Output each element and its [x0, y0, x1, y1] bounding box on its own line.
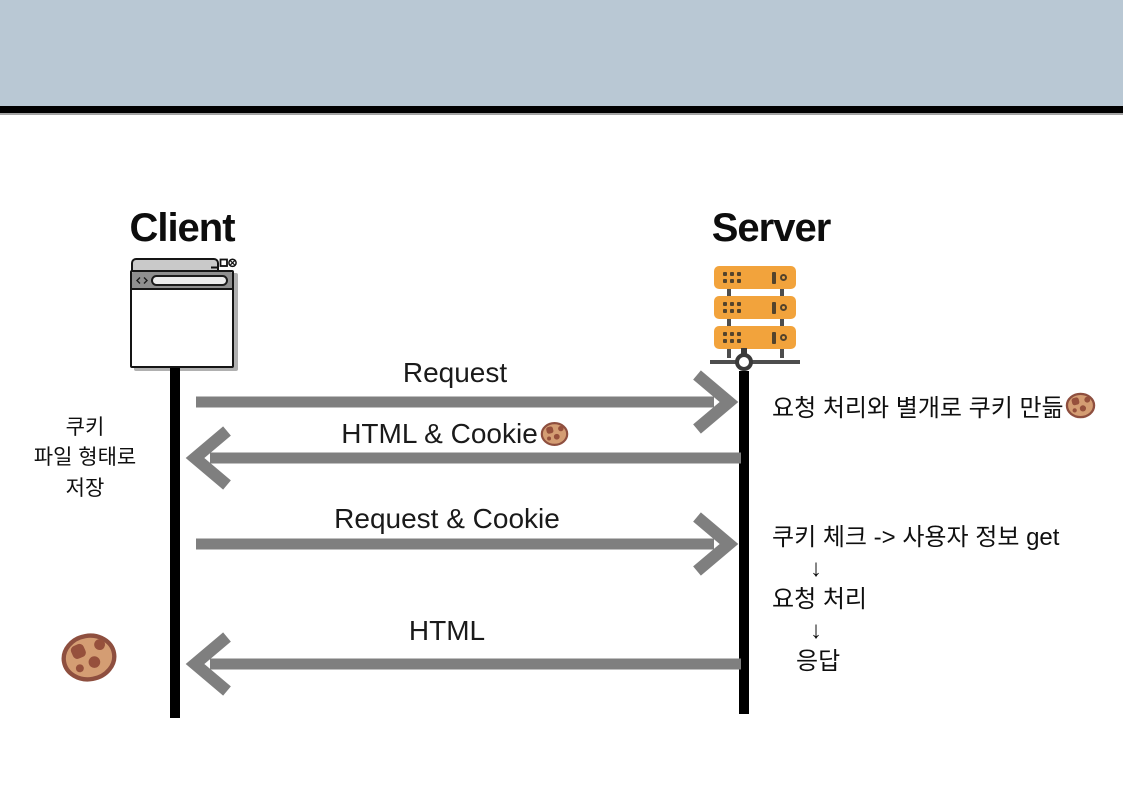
- message-label-request: Request: [295, 357, 615, 389]
- server-rack-icon: [710, 264, 800, 374]
- html-arrow: [185, 632, 741, 696]
- network-node-line: [710, 360, 800, 364]
- header-divider-bar: [0, 106, 1123, 115]
- nav-arrows-icon: [136, 276, 148, 284]
- client-lifeline: [170, 368, 180, 718]
- server-stem: [741, 348, 747, 357]
- step-process-request: 요청 처리: [772, 586, 867, 613]
- down-arrow-icon: ↓: [810, 617, 822, 644]
- note-text: 요청 처리와 별개로 쿠키 만듦: [772, 395, 1064, 422]
- message-label-html-cookie: HTML & Cookie: [295, 418, 615, 450]
- client-title: Client: [129, 206, 235, 250]
- window-controls-icon: [211, 258, 237, 269]
- browser-titlebar: [132, 272, 232, 290]
- message-label-html: HTML: [287, 615, 607, 647]
- message-text: HTML: [408, 615, 486, 646]
- server-create-cookie-note: 요청 처리와 별개로 쿠키 만듦: [772, 388, 1096, 423]
- step-response: 응답: [796, 648, 841, 675]
- cookie-icon: [56, 628, 122, 686]
- server-title: Server: [711, 206, 832, 250]
- server-rack-unit: [714, 296, 796, 319]
- network-node-circle: [735, 353, 753, 371]
- step-check-cookie: 쿠키 체크 -> 사용자 정보 get: [772, 524, 1060, 551]
- url-bar: [151, 274, 228, 286]
- browser-viewport: [130, 270, 234, 368]
- server-rack-unit: [714, 326, 796, 349]
- message-label-request-cookie: Request & Cookie: [287, 503, 607, 535]
- client-cookie-note: 쿠키 파일 형태로 저장: [33, 416, 137, 500]
- cookie-icon: [540, 422, 569, 446]
- html-cookie-arrow: [185, 426, 741, 490]
- browser-window-icon: [130, 256, 240, 370]
- server-lifeline: [739, 371, 749, 714]
- header-band: [0, 0, 1123, 106]
- message-text: Request & Cookie: [334, 503, 560, 534]
- request-cookie-arrow: [196, 512, 739, 576]
- browser-tab: [131, 258, 219, 272]
- server-rack-unit: [714, 266, 796, 289]
- server-process-steps: 쿠키 체크 -> 사용자 정보 get ↓ 요청 처리 ↓ 응답: [772, 522, 1059, 677]
- message-text: HTML & Cookie: [341, 418, 538, 449]
- cookie-icon: [1065, 392, 1095, 419]
- message-text: Request: [402, 357, 508, 388]
- down-arrow-icon: ↓: [810, 555, 822, 582]
- request-arrow: [196, 370, 739, 434]
